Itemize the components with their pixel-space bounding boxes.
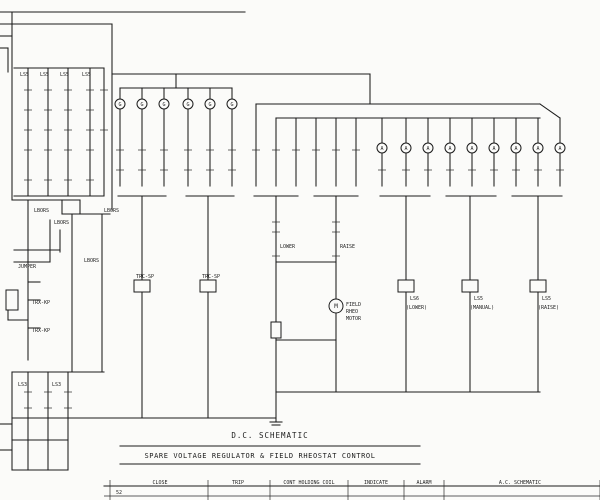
bottom-code: LS3: [18, 382, 27, 388]
coil-code: LS5: [474, 296, 483, 302]
trx-kp-label: TRX-KP: [32, 328, 50, 334]
amber-lamp-icon: [444, 142, 456, 154]
amber-lamp-icon: [532, 142, 544, 154]
amber-lamp-icon: [554, 142, 566, 154]
left-relay-stack: [11, 67, 111, 215]
amber-lamp-label: A: [492, 146, 495, 152]
field-rheostat-section: [252, 73, 564, 426]
left-top-code: LS5: [20, 72, 29, 78]
coil-code: LS6: [410, 296, 419, 302]
green-lamp-icon: [204, 98, 216, 110]
green-lamp-label: G: [186, 102, 189, 108]
left-top-code: LS5: [40, 72, 49, 78]
column-cont-holding-coil: CONT HOLDING COIL: [283, 480, 334, 486]
bottom-left-relay-box: [0, 371, 105, 471]
diagram-title: D.C. SCHEMATIC: [231, 431, 308, 440]
column-alarm: ALARM: [416, 480, 431, 486]
motor-caption-2: RHEO: [346, 309, 358, 315]
amber-lamp-label: A: [448, 146, 451, 152]
amber-lamp-label: A: [404, 146, 407, 152]
motor-label: M: [334, 303, 338, 310]
indicating-lamp-columns: [116, 73, 236, 419]
coil-caption-lower: (LOWER): [406, 305, 427, 311]
left-top-code: LS5: [60, 72, 69, 78]
green-lamp-icon: [226, 98, 238, 110]
column-indicate: INDICATE: [364, 480, 388, 486]
bottom-code: LS3: [52, 382, 61, 388]
row-label: 52: [116, 490, 122, 496]
green-lamp-label: G: [230, 102, 233, 108]
trc-sp-label: TRC-SP: [136, 274, 154, 280]
coil-caption-raise: (RAISE): [538, 305, 559, 311]
field-rheo-motor-icon: [328, 298, 344, 314]
amber-lamp-label: A: [536, 146, 539, 152]
left-label: LBORS: [84, 258, 99, 264]
column-ac-schematic: A.C. SCHEMATIC: [499, 480, 541, 486]
trx-kp-label: TRX-KP: [32, 300, 50, 306]
lower-label: LOWER: [280, 244, 296, 250]
green-lamp-label: G: [208, 102, 211, 108]
green-lamp-icon: [182, 98, 194, 110]
left-top-code: LS5: [82, 72, 91, 78]
amber-lamp-label: A: [470, 146, 473, 152]
amber-lamp-icon: [510, 142, 522, 154]
amber-lamp-icon: [466, 142, 478, 154]
left-supply-buses: [0, 11, 371, 211]
amber-lamp-icon: [376, 142, 388, 154]
trc-sp-label: TRC-SP: [202, 274, 220, 280]
green-lamp-icon: [114, 98, 126, 110]
amber-lamp-label: A: [380, 146, 383, 152]
amber-lamp-label: A: [426, 146, 429, 152]
column-trip: TRIP: [232, 480, 244, 486]
green-lamp-label: G: [140, 102, 143, 108]
left-label: LBORS: [104, 208, 119, 214]
amber-lamp-label: A: [514, 146, 517, 152]
left-label: LBORS: [54, 220, 69, 226]
diagram-subtitle: SPARE VOLTAGE REGULATOR & FIELD RHEOSTAT…: [144, 452, 375, 460]
green-lamp-icon: [136, 98, 148, 110]
amber-lamp-icon: [400, 142, 412, 154]
title-block-lines: [103, 445, 600, 500]
green-lamp-icon: [158, 98, 170, 110]
amber-lamp-label: A: [558, 146, 561, 152]
motor-caption-1: FIELD: [346, 302, 361, 308]
return-bus: [11, 391, 541, 423]
raise-label: RAISE: [340, 244, 355, 250]
left-label: LBORS: [34, 208, 49, 214]
coil-code: LS5: [542, 296, 551, 302]
left-control-column: [5, 199, 103, 373]
jumper-label: JUMPER: [18, 264, 37, 270]
green-lamp-label: G: [118, 102, 121, 108]
column-close: CLOSE: [152, 480, 167, 486]
amber-lamp-icon: [422, 142, 434, 154]
coil-caption-manual: (MANUAL): [470, 305, 494, 311]
green-lamp-label: G: [162, 102, 165, 108]
motor-caption-3: MOTOR: [346, 316, 362, 322]
amber-lamp-icon: [488, 142, 500, 154]
